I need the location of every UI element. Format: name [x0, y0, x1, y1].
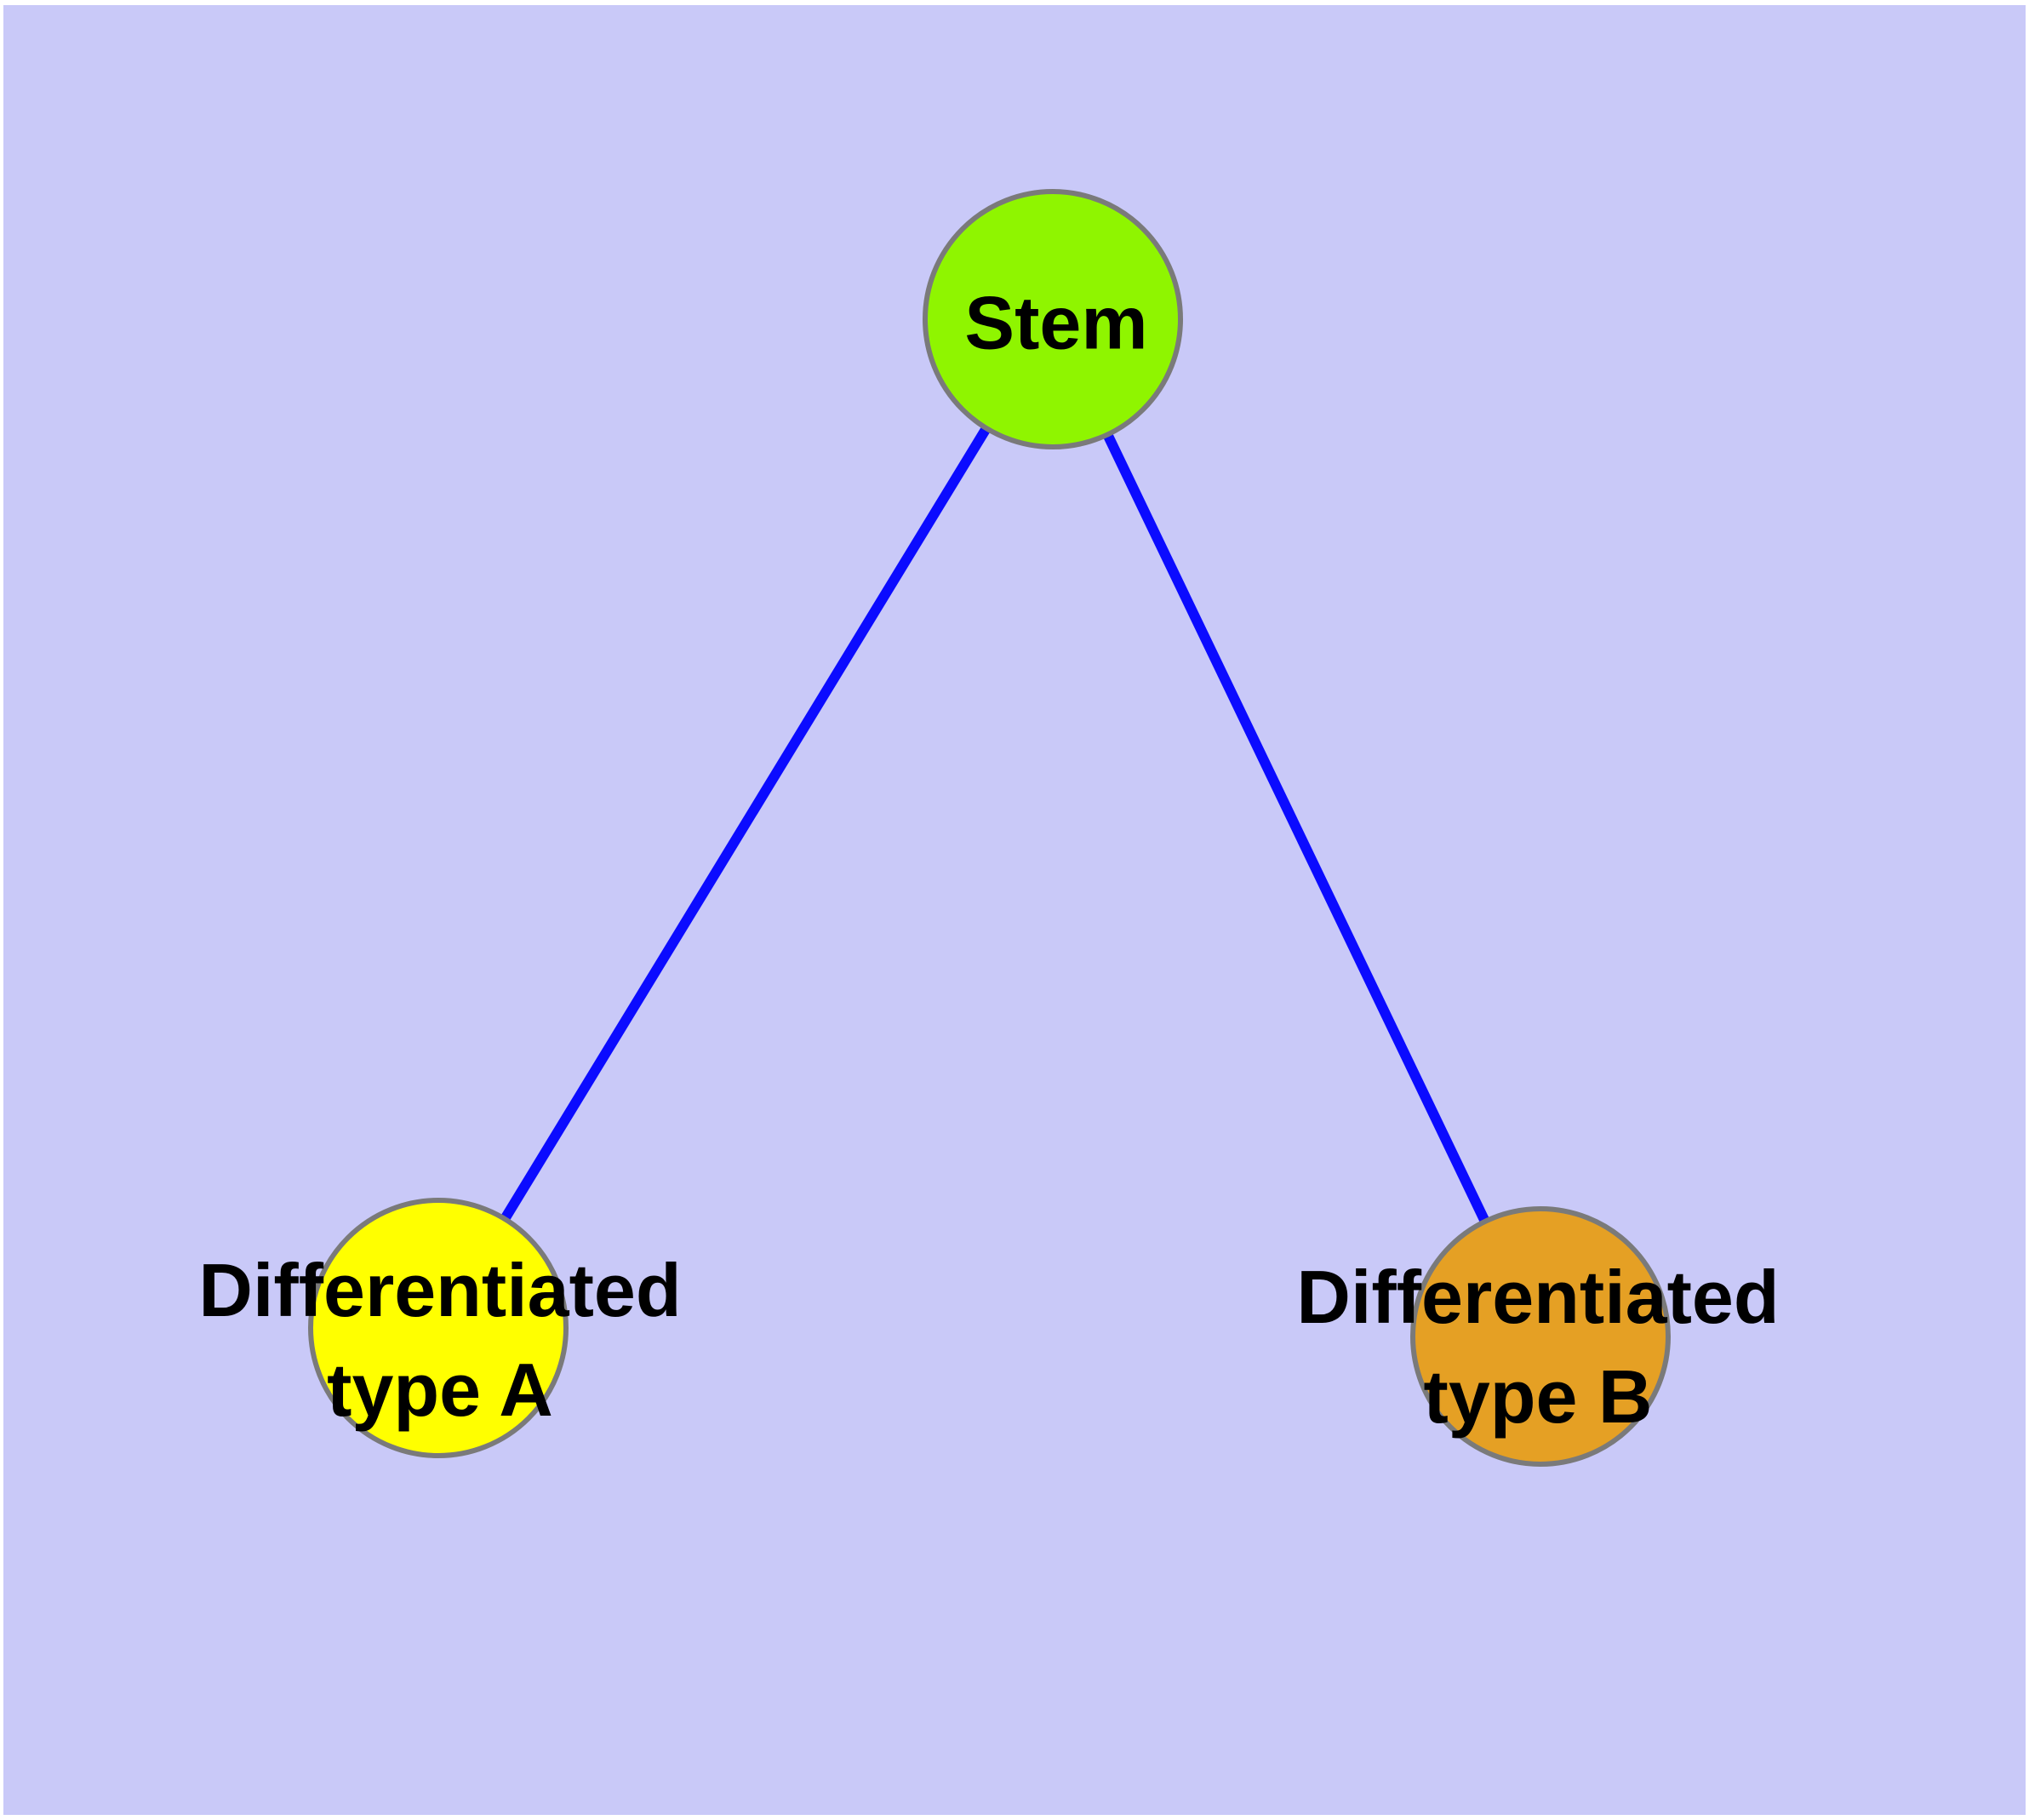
label-line-2: type A	[327, 1348, 553, 1432]
node-stem	[923, 189, 1183, 449]
label-line-2: type B	[1423, 1354, 1653, 1439]
node-differentiated-type-a-label: Differentiated type A	[198, 1240, 681, 1439]
edge-stem-to-type-a	[500, 425, 992, 1222]
node-differentiated-type-b	[1410, 1206, 1671, 1467]
label-line-1: Differentiated	[1296, 1255, 1780, 1339]
node-differentiated-type-b-label: Differentiated type B	[1296, 1247, 1779, 1446]
graph-svg	[308, 189, 1671, 1467]
node-differentiated-type-a	[308, 1198, 569, 1458]
label-line-1: Differentiated	[198, 1248, 682, 1332]
edge-stem-to-type-b	[1103, 433, 1489, 1222]
node-stem-label: Stem	[964, 280, 1148, 365]
diagram-canvas: Stem Differentiated type A Differentiate…	[3, 5, 2026, 1815]
